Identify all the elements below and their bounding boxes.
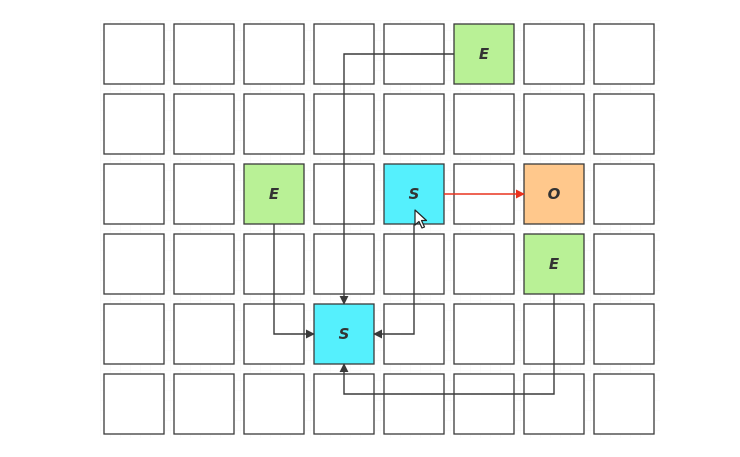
- cell-label-s-upper: S: [409, 185, 420, 203]
- grid-cell-r1-c6: [523, 93, 585, 155]
- grid-cell-r0-c6: [523, 23, 585, 85]
- cell-label-s-lower: S: [339, 325, 350, 343]
- cell-s-upper: [383, 163, 445, 225]
- arrow-e-right-to-s-lower: [339, 294, 555, 395]
- arrow-s-upper-to-s-lower: [373, 224, 415, 339]
- background-grid: [100, 20, 660, 438]
- cell-e-right: [523, 233, 585, 295]
- grid-cell-r4-c5: [453, 303, 515, 365]
- grid-cell-r3-c0: [103, 233, 165, 295]
- grid-cell-r1-c7: [593, 93, 655, 155]
- arrow-e-left-to-s-lower: [273, 224, 315, 339]
- grid-cell-r1-c5: [453, 93, 515, 155]
- cell-e-left: [243, 163, 305, 225]
- cell-label-e-top: E: [479, 45, 490, 63]
- grid-cell-r2-c0: [103, 163, 165, 225]
- cell-label-e-right: E: [549, 255, 560, 273]
- arrow-e-top-to-s-lower: [339, 53, 454, 305]
- grid-cell-r3-c5: [453, 233, 515, 295]
- cell-label-o-cell: O: [548, 185, 561, 203]
- grid-cell-r5-c7: [593, 373, 655, 435]
- grid-cell-r4-c0: [103, 303, 165, 365]
- grid-cell-r5-c0: [103, 373, 165, 435]
- grid-cell-r0-c1: [173, 23, 235, 85]
- grid-cell-r1-c1: [173, 93, 235, 155]
- cell-o-cell: [523, 163, 585, 225]
- cell-e-top: [453, 23, 515, 85]
- grid-cell-r4-c7: [593, 303, 655, 365]
- arrows-layer: [273, 53, 555, 395]
- grid-cell-r3-c1: [173, 233, 235, 295]
- grid-cell-r3-c7: [593, 233, 655, 295]
- grid-cell-r1-c2: [243, 93, 305, 155]
- mouse-pointer-icon: [414, 209, 428, 229]
- grid-cell-r1-c4: [383, 93, 445, 155]
- grid-cell-r0-c0: [103, 23, 165, 85]
- grid-cell-r0-c2: [243, 23, 305, 85]
- grid-cell-r5-c1: [173, 373, 235, 435]
- grid-cell-r0-c7: [593, 23, 655, 85]
- grid-cell-r5-c4: [383, 373, 445, 435]
- grid-cell-r2-c7: [593, 163, 655, 225]
- labels-layer: E E S O E S: [269, 45, 561, 343]
- grid-cell-r1-c0: [103, 93, 165, 155]
- grid-cell-r5-c2: [243, 373, 305, 435]
- cell-label-e-left: E: [269, 185, 280, 203]
- grid-cell-r5-c5: [453, 373, 515, 435]
- grid-cell-r2-c1: [173, 163, 235, 225]
- grid-cell-r4-c1: [173, 303, 235, 365]
